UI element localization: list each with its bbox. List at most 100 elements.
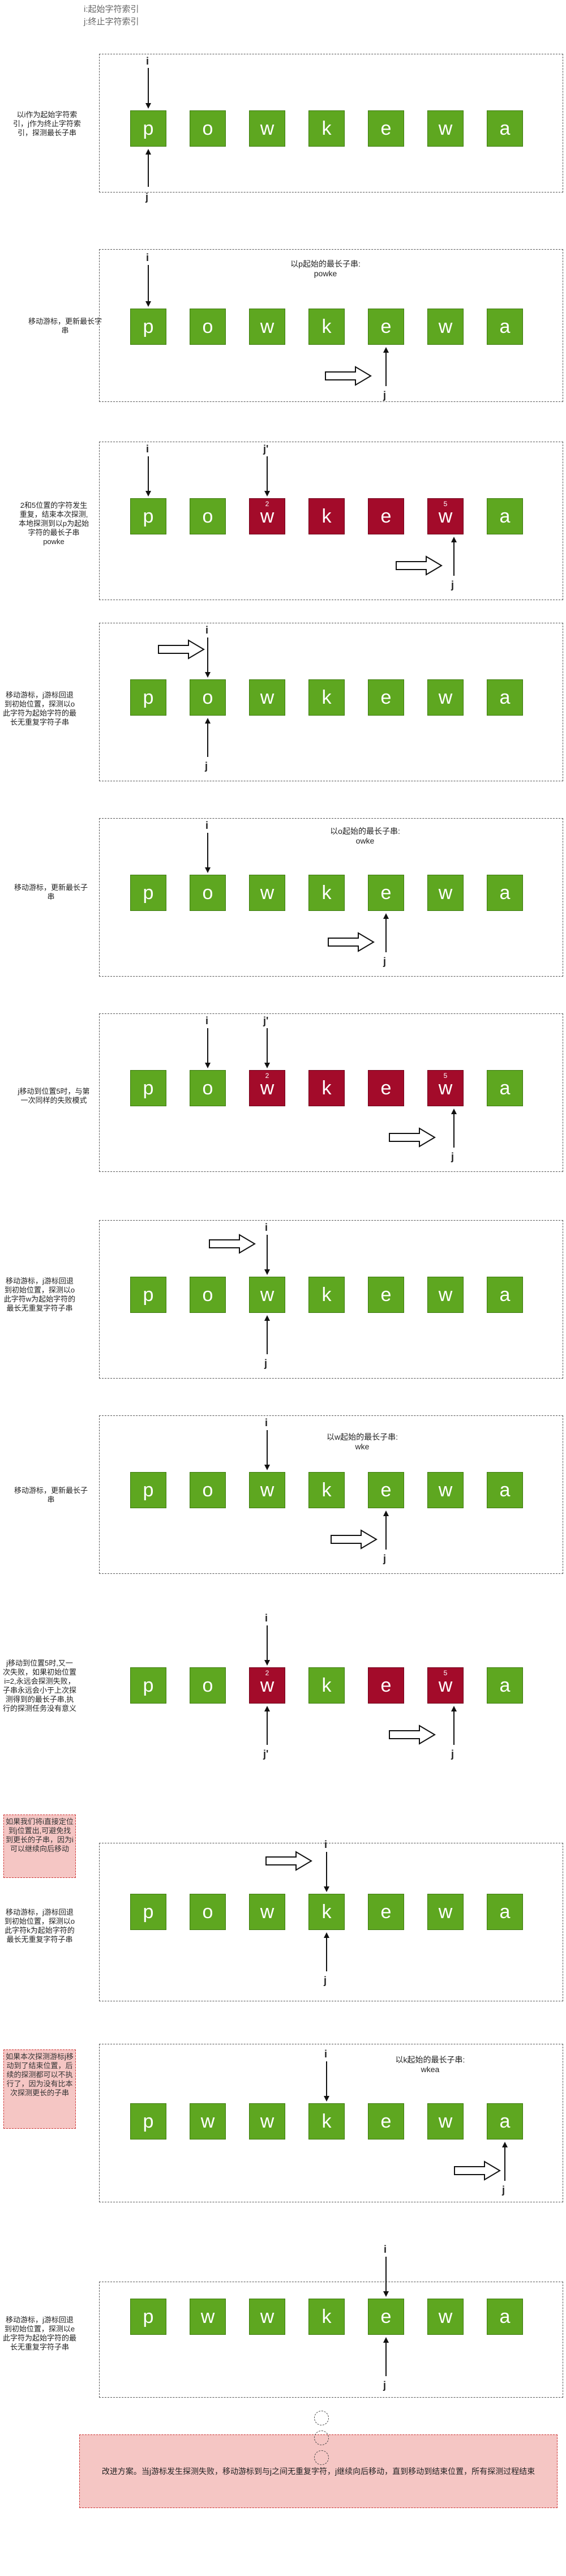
char-cell: w <box>427 2299 464 2335</box>
char-cell: o <box>190 1894 226 1930</box>
char-cell: p <box>130 875 166 911</box>
char-cell: k <box>308 1894 345 1930</box>
char-cell: w <box>427 679 464 716</box>
char-cell: k <box>308 498 345 534</box>
caption-longest-o-title: 以o起始的最长子串: <box>330 827 400 836</box>
char-cell: k <box>308 1070 345 1106</box>
char-cell: a <box>487 679 523 716</box>
char-cell: p <box>130 1472 166 1508</box>
step-panel-4 <box>99 623 563 781</box>
i-label: i <box>205 820 209 831</box>
j-label: j <box>264 1358 268 1369</box>
char-cell: p <box>130 2299 166 2335</box>
char-cell: w <box>427 1894 464 1930</box>
char-cell: k <box>308 1277 345 1313</box>
char-cell: o <box>190 1472 226 1508</box>
char-cell-text: w <box>438 1674 453 1696</box>
step-panel-11 <box>99 2044 563 2202</box>
caption-longest-k: 以k起始的最长子串: wkea <box>368 2055 492 2074</box>
caption-longest-p: 以p起始的最长子串: powke <box>266 259 385 279</box>
char-cell: w <box>249 1472 285 1508</box>
char-cell: a <box>487 1472 523 1508</box>
legend-i: i:起始字符索引 <box>84 5 139 14</box>
annotation-step-10: 移动游标，j游标回退到初始位置，探测以o此字符k为起始字符的最长无重复字符子串 <box>4 1908 75 1944</box>
char-cell: k <box>308 2299 345 2335</box>
caption-longest-o-value: owke <box>355 836 375 845</box>
annotation-step-2: 移动游标，更新最长字串 <box>28 317 102 335</box>
char-cell: w <box>427 1472 464 1508</box>
j-label: j <box>324 1975 327 1986</box>
step-panel-6 <box>99 1013 563 1172</box>
char-cell-text: w <box>438 505 453 527</box>
char-cell: a <box>487 2299 523 2335</box>
j-label: j <box>451 1151 454 1162</box>
char-cell-text: w <box>438 1077 453 1099</box>
char-cell: a <box>487 498 523 534</box>
char-cell: k <box>308 110 345 147</box>
caption-longest-w-title: 以w起始的最长子串: <box>327 1432 398 1441</box>
duplicate-index: 5 <box>443 500 448 508</box>
duplicate-index: 2 <box>265 1669 269 1677</box>
annotation-step-1: 以i作为起始字符索引，j作为终止字符索引，探测最长子串 <box>13 110 81 137</box>
char-cell: e <box>368 2299 404 2335</box>
annotation-step-6: j移动到位置5时，与第一次同样的失败模式 <box>18 1087 90 1105</box>
char-cell: o <box>190 498 226 534</box>
annotation-step-8: 移动游标，更新最长子串 <box>14 1486 88 1504</box>
char-cell-text: w <box>260 1674 275 1696</box>
char-cell: o <box>190 875 226 911</box>
ellipsis-dot <box>314 2430 329 2445</box>
step-panel-1 <box>99 54 563 192</box>
char-cell: w <box>249 2103 285 2139</box>
char-cell: e <box>368 309 404 345</box>
char-cell: e <box>368 1667 404 1704</box>
char-cell: a <box>487 309 523 345</box>
j-label: j <box>451 1748 454 1760</box>
ellipsis-dot <box>314 2411 329 2425</box>
char-cell-text: w <box>260 1077 275 1099</box>
i-label: i <box>384 2244 387 2255</box>
improvement-note-text: 改进方案。当j游标发生探测失败，移动游标到与j之间无重复字符，j继续向后移动，直… <box>101 2467 535 2476</box>
j-prime-label: j' <box>263 1748 269 1760</box>
char-cell: w <box>249 309 285 345</box>
duplicate-index: 2 <box>265 1072 269 1080</box>
move-arrow <box>389 1725 436 1745</box>
legend: i:起始字符索引 j:终止字符索引 <box>84 3 139 28</box>
char-cell: a <box>487 1277 523 1313</box>
char-cell: p <box>130 110 166 147</box>
j-label: j <box>451 579 454 590</box>
char-cell: k <box>308 1667 345 1704</box>
i-label: i <box>324 1839 328 1850</box>
char-cell: e <box>368 679 404 716</box>
annotation-step-9: j移动到位置5时,又一次失败，如果初始位置i=2,永远会探测失败，子串永远会小于… <box>3 1659 77 1713</box>
caption-longest-w-value: wke <box>355 1442 370 1451</box>
char-cell: e <box>368 2103 404 2139</box>
caption-longest-p-value: powke <box>314 269 337 278</box>
char-cell: p <box>130 498 166 534</box>
char-cell: a <box>487 1667 523 1704</box>
step-panel-2 <box>99 249 563 402</box>
char-cell-text: w <box>260 505 275 527</box>
char-cell: e <box>368 1070 404 1106</box>
step-panel-3 <box>99 442 563 600</box>
char-cell: p <box>130 1894 166 1930</box>
char-cell: o <box>190 1070 226 1106</box>
char-cell: p <box>130 1070 166 1106</box>
char-cell: p <box>130 309 166 345</box>
char-cell: p <box>130 1667 166 1704</box>
i-label: i <box>146 55 149 67</box>
char-cell: k <box>308 2103 345 2139</box>
char-cell: w <box>249 875 285 911</box>
note-skip-to-j: 如果我们将i直接定位到j位置出,可避免找到更长的子串，因为i可以继续向后移动 <box>3 1815 76 1878</box>
char-cell: a <box>487 1894 523 1930</box>
i-label: i <box>146 252 149 263</box>
j-label: j <box>383 390 387 401</box>
step-panel-12 <box>99 2282 563 2398</box>
char-cell: k <box>308 1472 345 1508</box>
duplicate-index: 5 <box>443 1072 448 1080</box>
caption-longest-p-title: 以p起始的最长子串: <box>290 259 361 268</box>
char-cell: p <box>130 679 166 716</box>
